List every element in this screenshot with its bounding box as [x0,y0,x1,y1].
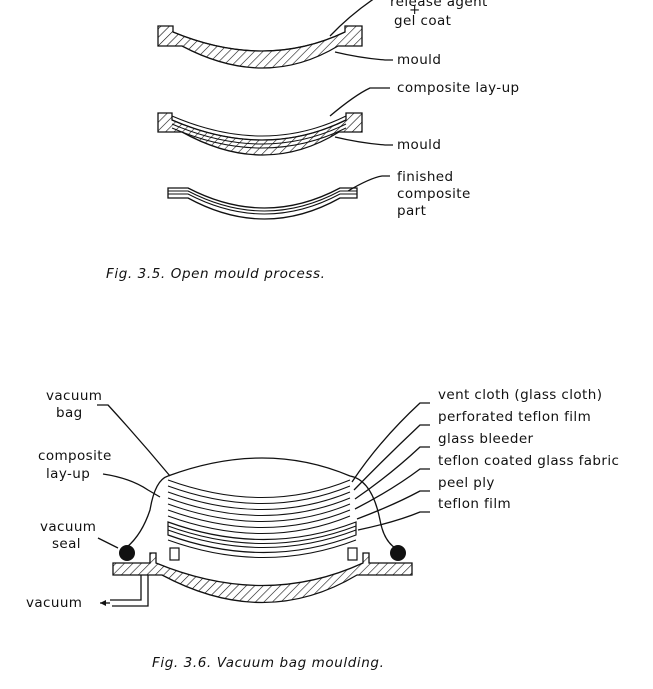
label-finished-2: composite [397,186,471,202]
vacuum-mould [112,547,413,604]
label-mould-top: mould [397,52,441,68]
label-finished-3: part [397,203,426,219]
leader-lay-up [102,473,161,498]
label-vacuum-bag-2: bag [56,405,83,421]
label-composite-layup: composite lay-up [397,80,520,96]
leader-vacuum-seal [97,537,119,549]
finished-part [167,187,358,220]
label-vent-cloth: vent cloth (glass cloth) [438,387,602,403]
label-teflon-fabric: teflon coated glass fabric [438,453,619,469]
label-glass-bleeder: glass bleeder [438,431,534,447]
leader-vacuum-bag [97,404,171,477]
label-composite-layup-2: lay-up [46,466,90,482]
leader-mould-bottom [334,136,393,146]
label-finished-1: finished [397,169,453,185]
label-gel-coat: gel coat [394,13,451,29]
label-teflon-film: teflon film [438,496,511,512]
leader-mould-top [334,51,393,61]
mould-2 [157,112,363,156]
layer-stack [167,479,357,558]
label-vacuum-seal-2: seal [52,536,81,552]
mould-1 [157,25,363,69]
caption-fig-3-6: Fig. 3.6. Vacuum bag moulding. [152,655,385,671]
label-vacuum-bag-1: vacuum [46,388,102,404]
label-vacuum-seal-1: vacuum [40,519,96,535]
caption-fig-3-5: Fig. 3.5. Open mould process. [106,266,326,282]
vacuum-seal-left [119,545,135,561]
open-mould-diagram: release agent + gel coat mould composite… [106,0,520,282]
label-perforated-film: perforated teflon film [438,409,591,425]
leader-finished [347,175,390,192]
leader-layup [329,87,390,117]
label-release-agent: release agent [390,0,488,10]
vacuum-bag [119,457,406,553]
label-peel-ply: peel ply [438,475,495,491]
vacuum-bag-diagram: vacuum bag composite lay-up vacuum seal … [26,387,619,671]
vacuum-pipe [110,575,142,601]
label-vacuum: vacuum [26,595,82,611]
label-plus: + [409,2,421,18]
vacuum-seal-right [390,545,406,561]
label-composite-layup-1: composite [38,448,112,464]
label-mould-bottom: mould [397,137,441,153]
leader-gel-coat [329,0,374,37]
